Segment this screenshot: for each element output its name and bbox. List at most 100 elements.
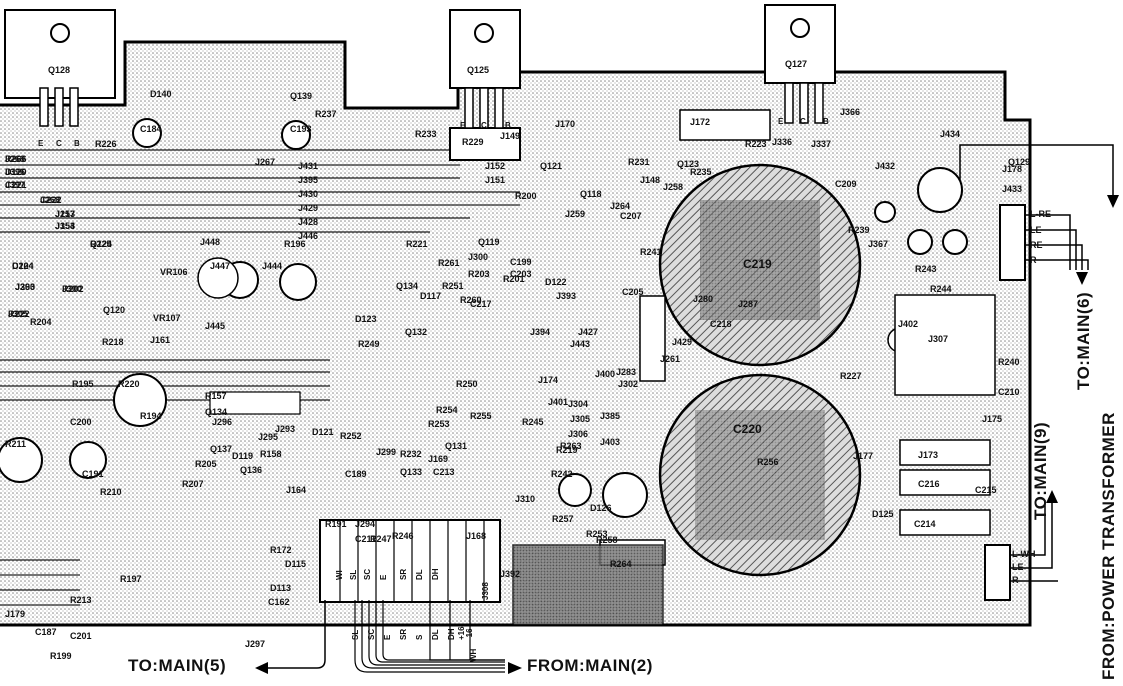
- component-ref-label: J148: [640, 175, 661, 185]
- component-ref-label: R213: [70, 595, 92, 605]
- component-ref-label: Q134: [396, 281, 419, 291]
- connector-inner-label: SL: [349, 569, 358, 580]
- component-ref-label: J336: [772, 137, 793, 147]
- component-ref-label: Q139: [290, 91, 313, 101]
- component-ref-label: R195: [72, 379, 94, 389]
- q127-label: Q127: [785, 59, 808, 69]
- component-ref-label: J175: [982, 414, 1003, 424]
- bottom-pin-label: SC: [367, 628, 376, 640]
- component-ref-label: J173: [918, 450, 939, 460]
- component-ref-label: R251: [442, 281, 464, 291]
- component-ref-label: R226: [95, 139, 117, 149]
- component-ref-label: J283: [616, 367, 637, 377]
- component-ref-label: J397: [5, 180, 26, 190]
- component-ref-label: R158: [260, 449, 282, 459]
- component-ref-label: R232: [400, 449, 422, 459]
- from-main2-label: FROM:MAIN(2): [527, 656, 653, 675]
- component-ref-label: J170: [555, 119, 576, 129]
- component-ref-label: Q121: [540, 161, 563, 171]
- component-ref-label: J268: [40, 195, 61, 205]
- component-ref-label: J300: [62, 284, 83, 294]
- component-ref-label: R246: [392, 531, 414, 541]
- component-ref-label: R254: [436, 405, 458, 415]
- component-ref-label: R218: [102, 337, 124, 347]
- component-ref-label: R191: [325, 519, 347, 529]
- component-ref-label: R201: [503, 274, 525, 284]
- component-ref-label: J299: [376, 447, 397, 457]
- bottom-pin-label: SL: [351, 629, 360, 640]
- component-ref-label: J294: [355, 519, 376, 529]
- component-ref-label: C201: [70, 631, 92, 641]
- component-ref-label: D119: [232, 451, 254, 461]
- component-ref-label: J258: [663, 182, 684, 192]
- component-ref-label: R253: [586, 529, 608, 539]
- connector-inner-label: SC: [363, 568, 372, 580]
- component-ref-label: C207: [620, 211, 642, 221]
- component-ref-label: J401: [548, 397, 569, 407]
- component-ref-label: J152: [485, 161, 506, 171]
- conn-top-le: LE: [1030, 225, 1042, 235]
- bottom-pin-label: E: [383, 634, 392, 640]
- component-ref-label: C211: [355, 534, 377, 544]
- component-ref-label: R260: [460, 295, 482, 305]
- component-ref-label: R210: [100, 487, 122, 497]
- component-ref-label: C210: [998, 387, 1020, 397]
- component-ref-label: Q124: [90, 239, 113, 249]
- component-ref-label: R266: [5, 154, 27, 164]
- component-ref-label: Q120: [103, 305, 126, 315]
- q127-pin-c: C: [800, 117, 806, 126]
- component-ref-label: Q134: [205, 407, 228, 417]
- component-ref-label: R225: [90, 239, 112, 249]
- component-ref-label: D120: [5, 167, 27, 177]
- component-ref-label: C222: [40, 195, 62, 205]
- component-ref-label: J295: [258, 432, 279, 442]
- component-ref-label: C189: [345, 469, 367, 479]
- component-ref-label: D124: [12, 261, 34, 271]
- component-ref-label: J337: [811, 139, 832, 149]
- bottom-pin-label: -16: [465, 628, 474, 640]
- from-power-label: FROM:POWER TRANSFORMER: [1099, 412, 1118, 680]
- component-ref-label: D115: [285, 559, 307, 569]
- component-ref-label: R244: [930, 284, 952, 294]
- component-ref-label: J444: [262, 261, 283, 271]
- component-ref-label: J161: [150, 335, 171, 345]
- component-ref-label: R261: [438, 258, 460, 268]
- conn-top-l-re: L-RE: [1030, 209, 1051, 219]
- component-ref-label: R257: [552, 514, 574, 524]
- wire-from-main2: [354, 600, 505, 673]
- connector-inner-label: DL: [415, 569, 424, 580]
- component-ref-label: R207: [182, 479, 204, 489]
- q125-pin-c: C: [481, 121, 487, 130]
- component-ref-label: J149: [500, 131, 521, 141]
- component-ref-label: J306: [568, 429, 589, 439]
- component-ref-label: J304: [568, 399, 589, 409]
- component-ref-label: R253: [428, 419, 450, 429]
- component-ref-label: J443: [570, 339, 591, 349]
- c220-label: C220: [733, 422, 762, 436]
- connector-inner-label: J308: [481, 582, 490, 600]
- component-ref-label: R205: [195, 459, 217, 469]
- component-ref-label: C184: [140, 124, 162, 134]
- component-ref-label: J363: [15, 282, 36, 292]
- bottom-pin-label: DL: [431, 629, 440, 640]
- component-ref-label: J297: [245, 639, 266, 649]
- component-ref-label: R263: [560, 441, 582, 451]
- q125-label: Q125: [467, 65, 490, 75]
- conn-bot-r: R: [1012, 575, 1019, 585]
- component-ref-label: C213: [433, 467, 455, 477]
- component-ref-label: R222: [8, 309, 30, 319]
- component-ref-label: C203: [510, 269, 532, 279]
- component-ref-label: Q129: [1008, 157, 1031, 167]
- component-ref-label: VR107: [153, 313, 181, 323]
- component-ref-label: Q118: [580, 189, 602, 199]
- component-ref-label: J353: [55, 221, 76, 231]
- component-ref-label: J385: [600, 411, 621, 421]
- component-ref-label: C221: [5, 180, 27, 190]
- component-ref-label: R247: [370, 534, 392, 544]
- component-ref-label: R252: [340, 431, 362, 441]
- component-ref-label: J429: [298, 203, 319, 213]
- component-ref-label: R245: [522, 417, 544, 427]
- component-ref-label: J305: [570, 414, 591, 424]
- component-ref-label: J427: [578, 327, 599, 337]
- component-ref-label: C215: [975, 485, 997, 495]
